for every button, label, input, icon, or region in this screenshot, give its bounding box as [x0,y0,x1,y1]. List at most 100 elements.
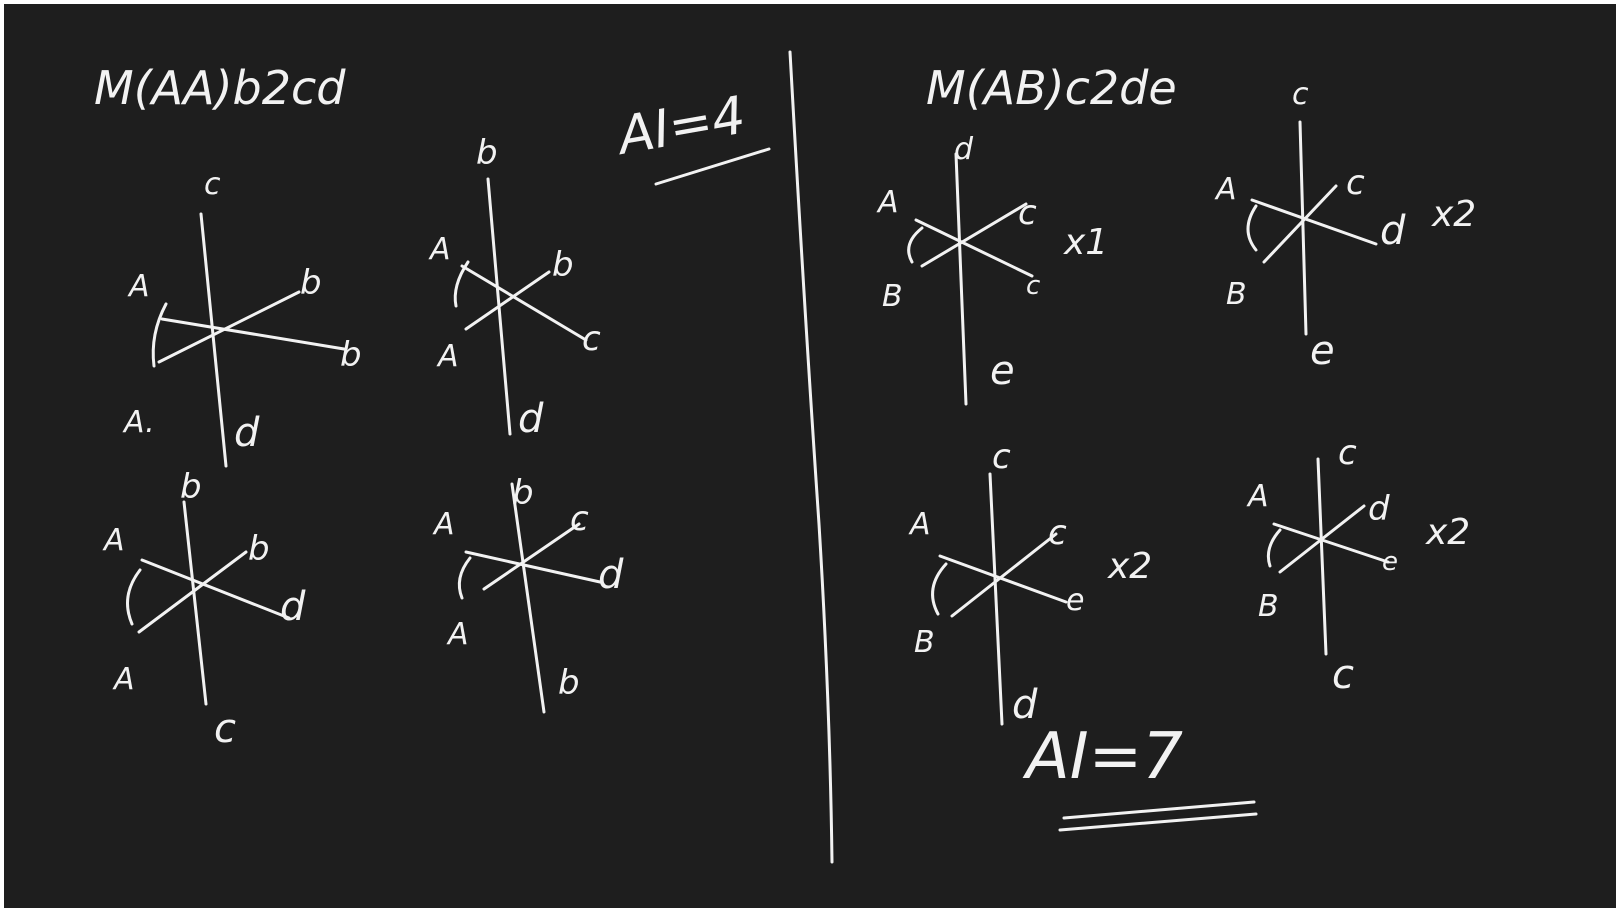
diagonal-bond [464,270,551,331]
atom-label: A. [122,405,155,440]
atom-label: c [992,437,1011,477]
left-structure-3: b A b d A c [102,467,306,752]
diagonal-bond [140,558,291,620]
atom-label: A [876,185,899,220]
atom-label: c [570,499,589,539]
left-formula: M(AA)b2cd [94,61,346,115]
diagonal-bond [464,550,602,584]
diagonal-bond [1262,184,1338,264]
ring-arc [453,260,470,308]
vertical-bond [1298,120,1308,336]
atom-label: c [1346,163,1365,203]
ring-arc [1246,204,1258,252]
atom-label: c [214,706,236,752]
atom-label: c [204,167,221,202]
atom-label: A [432,507,455,542]
atom-label: e [1382,547,1398,577]
left-structure-2: b A b A c d [428,133,601,442]
atom-label: A [112,662,135,697]
atom-label: A [908,507,931,542]
right-ai-underline [1062,800,1256,820]
diagonal-bond [938,554,1068,604]
whiteboard: M(AA)b2cd AI=4 c A b b A. d b A b A c d … [4,4,1616,908]
atom-label: b [558,663,580,703]
multiplier: x2 [1431,194,1476,235]
ring-arc [126,568,142,626]
left-structure-4: b A c d A b [432,473,624,714]
diagonal-bond [1250,198,1378,246]
atom-label: d [234,410,260,456]
multiplier: x2 [1425,512,1470,553]
atom-label: B [882,279,903,314]
panel-divider [788,50,834,864]
left-ai-result: AI=4 [611,86,750,168]
right-formula: M(AB)c2de [926,61,1177,115]
diagonal-bond [160,317,346,351]
atom-label: b [552,245,574,285]
atom-label: c [1332,652,1354,698]
vertical-bond [1316,457,1328,656]
atom-label: b [340,335,362,375]
atom-label: e [1310,328,1335,374]
atom-label: d [954,132,974,167]
diagonal-bond [482,522,581,591]
vertical-bond [510,482,546,714]
atom-label: A [428,232,451,267]
atom-label: b [300,263,322,303]
atom-label: A [436,339,459,374]
atom-label: d [1380,208,1406,254]
diagonal-bond [920,202,1028,268]
atom-label: e [990,348,1015,394]
right-ai-underline [1058,812,1258,832]
right-structure-2: c A c d B e x2 [1214,77,1476,374]
atom-label: b [476,133,498,173]
atom-label: b [248,529,270,569]
atom-label: b [180,467,202,507]
atom-label: b [512,473,534,513]
vertical-bond [988,472,1004,726]
ring-arc [1266,528,1282,568]
atom-label: d [518,396,544,442]
atom-label: A [1214,172,1237,207]
left-structure-1: c A b b A. d [122,167,362,468]
atom-label: A [102,523,125,558]
atom-label: d [280,584,306,630]
atom-label: c [1338,433,1357,473]
atom-label: B [914,625,935,660]
atom-label: A [127,269,150,304]
vertical-bond [199,212,228,468]
diagonal-bond [1272,522,1390,564]
ring-arc [151,302,168,368]
atom-label: c [1048,513,1067,553]
multiplier: x2 [1107,546,1152,587]
atom-label: c [1026,271,1040,301]
diagonal-bond [157,290,301,364]
ring-arc [907,226,924,264]
right-structure-3: c A c e B d x2 [908,437,1152,728]
diagonal-bond [914,218,1034,278]
ring-arc [457,556,472,600]
vertical-bond [182,500,208,706]
diagonal-bond [460,264,588,342]
atom-label: c [582,319,601,359]
atom-label: d [1368,489,1390,529]
right-structure-4: c A d e B c x2 [1246,433,1470,698]
left-ai-underline [654,147,771,186]
multiplier: x1 [1063,222,1108,263]
atom-label: c [1018,193,1037,233]
atom-label: d [598,552,624,598]
atom-label: A [1246,479,1269,514]
atom-label: d [1012,682,1038,728]
vertical-bond [954,152,968,406]
atom-label: B [1226,277,1247,312]
right-structure-1: d A c B c e x1 [876,132,1108,406]
ring-arc [931,562,948,616]
diagonal-bond [137,550,248,634]
atom-label: A [446,617,469,652]
atom-label: B [1258,589,1279,624]
whiteboard-canvas: M(AA)b2cd AI=4 c A b b A. d b A b A c d … [94,50,1476,864]
atom-label: e [1066,583,1084,618]
diagonal-bond [950,532,1058,618]
atom-label: c [1292,77,1309,112]
right-ai-result: AI=7 [1022,720,1183,794]
